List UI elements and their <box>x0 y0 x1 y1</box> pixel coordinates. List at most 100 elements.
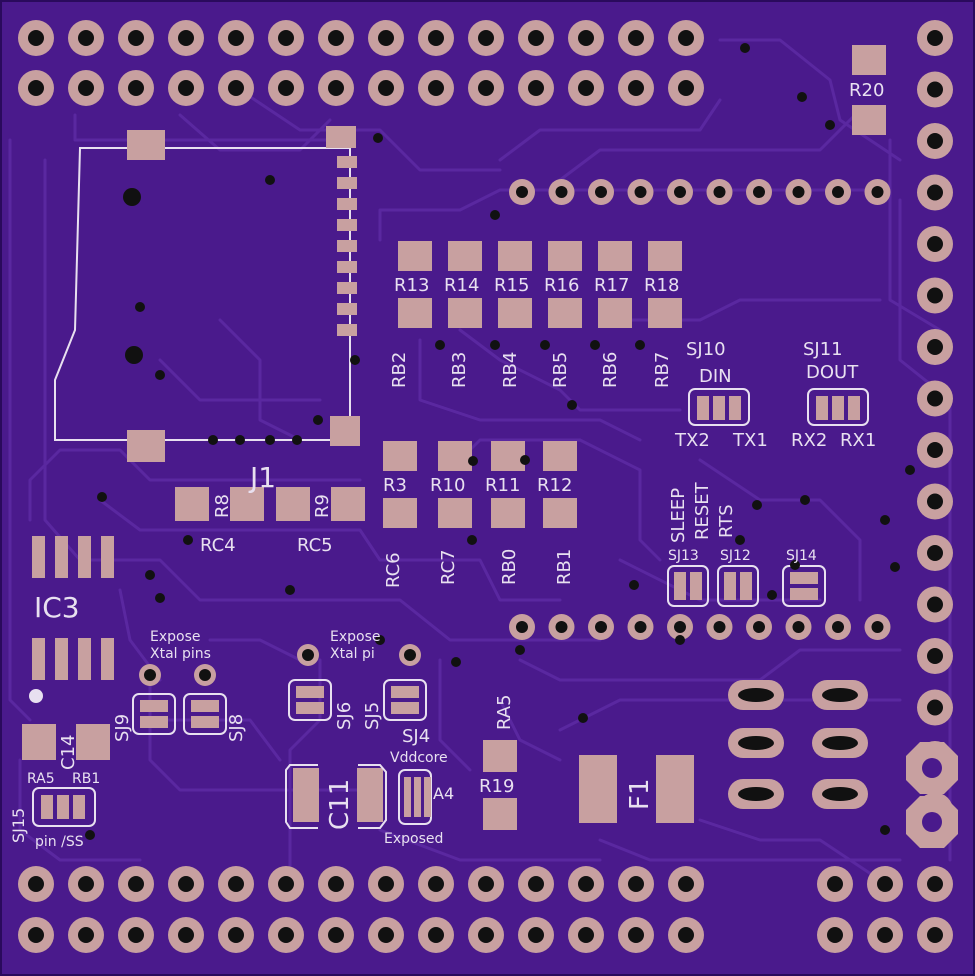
label-r12: R12 <box>537 475 572 496</box>
th-pad <box>368 20 404 56</box>
label-expose-2b: Xtal pi <box>330 646 375 662</box>
label-sj14: SJ14 <box>786 548 817 564</box>
th-pad <box>548 179 575 205</box>
th-pad <box>817 866 853 902</box>
via <box>635 340 645 350</box>
th-pad <box>917 689 953 726</box>
th-pad <box>864 179 891 205</box>
via <box>208 435 218 445</box>
th-pad <box>668 70 704 106</box>
th-pad <box>917 329 953 365</box>
th-pad <box>318 917 354 953</box>
th-pad <box>168 20 204 56</box>
th-pad <box>917 20 953 56</box>
th-pad <box>627 179 654 205</box>
j1-contact-pads <box>337 156 357 336</box>
th-pad <box>468 20 504 56</box>
smd-pads <box>22 45 886 830</box>
label-r13: R13 <box>394 275 429 296</box>
th-pad <box>18 866 54 902</box>
th-pad <box>68 917 104 953</box>
via <box>790 560 800 570</box>
th-pad <box>118 20 154 56</box>
label-rb2: RB2 <box>389 352 410 388</box>
th-pad <box>268 866 304 902</box>
th-pad <box>917 638 953 674</box>
via <box>265 175 275 185</box>
label-rb0: RB0 <box>499 549 520 585</box>
th-pad <box>917 226 953 262</box>
th-pad <box>518 20 554 56</box>
label-sj15: SJ15 <box>9 808 28 843</box>
label-r11: R11 <box>485 475 520 496</box>
th-pad <box>418 20 454 56</box>
via <box>235 435 245 445</box>
th-pad <box>168 917 204 953</box>
th-pad <box>368 917 404 953</box>
th-pad <box>418 917 454 953</box>
via <box>590 340 600 350</box>
label-a4: A4 <box>433 784 454 803</box>
label-sj4: SJ4 <box>402 726 430 747</box>
th-pad <box>468 917 504 953</box>
th-pad <box>568 917 604 953</box>
label-rc4: RC4 <box>200 535 236 556</box>
via <box>767 590 777 600</box>
th-pad <box>917 71 953 108</box>
th-pad <box>118 917 154 953</box>
th-pad <box>568 866 604 902</box>
via <box>797 92 807 102</box>
via <box>468 456 478 466</box>
th-pad <box>864 614 891 640</box>
j1-sd-socket <box>54 126 360 462</box>
via <box>285 585 295 595</box>
th-pad <box>867 866 903 902</box>
th-pad <box>418 70 454 106</box>
label-c11: C11 <box>325 779 355 830</box>
label-r14: R14 <box>444 275 479 296</box>
label-ic3: IC3 <box>34 591 80 624</box>
silkscreen-labels: R20 R13 R14 R15 R16 R17 R18 RB2 RB3 RB4 … <box>9 80 884 850</box>
th-pad <box>168 70 204 106</box>
th-pad <box>418 866 454 902</box>
th-pad <box>817 917 853 953</box>
th-pad <box>867 917 903 953</box>
j1-pad <box>127 430 165 462</box>
th-pad <box>318 70 354 106</box>
th-pad <box>368 70 404 106</box>
solder-jumpers <box>32 388 869 829</box>
label-j1: J1 <box>248 461 276 494</box>
j1-pad <box>127 130 165 160</box>
via <box>567 400 577 410</box>
th-pad <box>139 664 161 686</box>
via <box>435 340 445 350</box>
via <box>890 562 900 572</box>
label-expose-1a: Expose <box>150 629 201 645</box>
th-pad <box>118 866 154 902</box>
th-pad <box>18 20 54 56</box>
label-sj10: SJ10 <box>686 339 726 360</box>
th-pad <box>917 380 953 417</box>
th-pad <box>917 483 953 520</box>
label-sj12: SJ12 <box>720 548 751 564</box>
via <box>515 645 525 655</box>
label-rb3: RB3 <box>449 352 470 388</box>
label-rb7: RB7 <box>652 352 673 388</box>
th-pad <box>917 535 953 571</box>
th-pad <box>917 917 953 953</box>
th-pad <box>917 866 953 902</box>
label-rb4: RB4 <box>500 352 521 388</box>
oval-pads <box>728 680 868 809</box>
th-pad <box>368 866 404 902</box>
via <box>520 455 530 465</box>
label-c14: C14 <box>58 735 79 770</box>
th-pad <box>68 866 104 902</box>
via <box>752 500 762 510</box>
th-pad <box>618 70 654 106</box>
th-pad <box>268 20 304 56</box>
label-r18: R18 <box>644 275 679 296</box>
j1-mount-hole <box>123 188 141 206</box>
via <box>540 340 550 350</box>
via <box>155 593 165 603</box>
via <box>880 515 890 525</box>
